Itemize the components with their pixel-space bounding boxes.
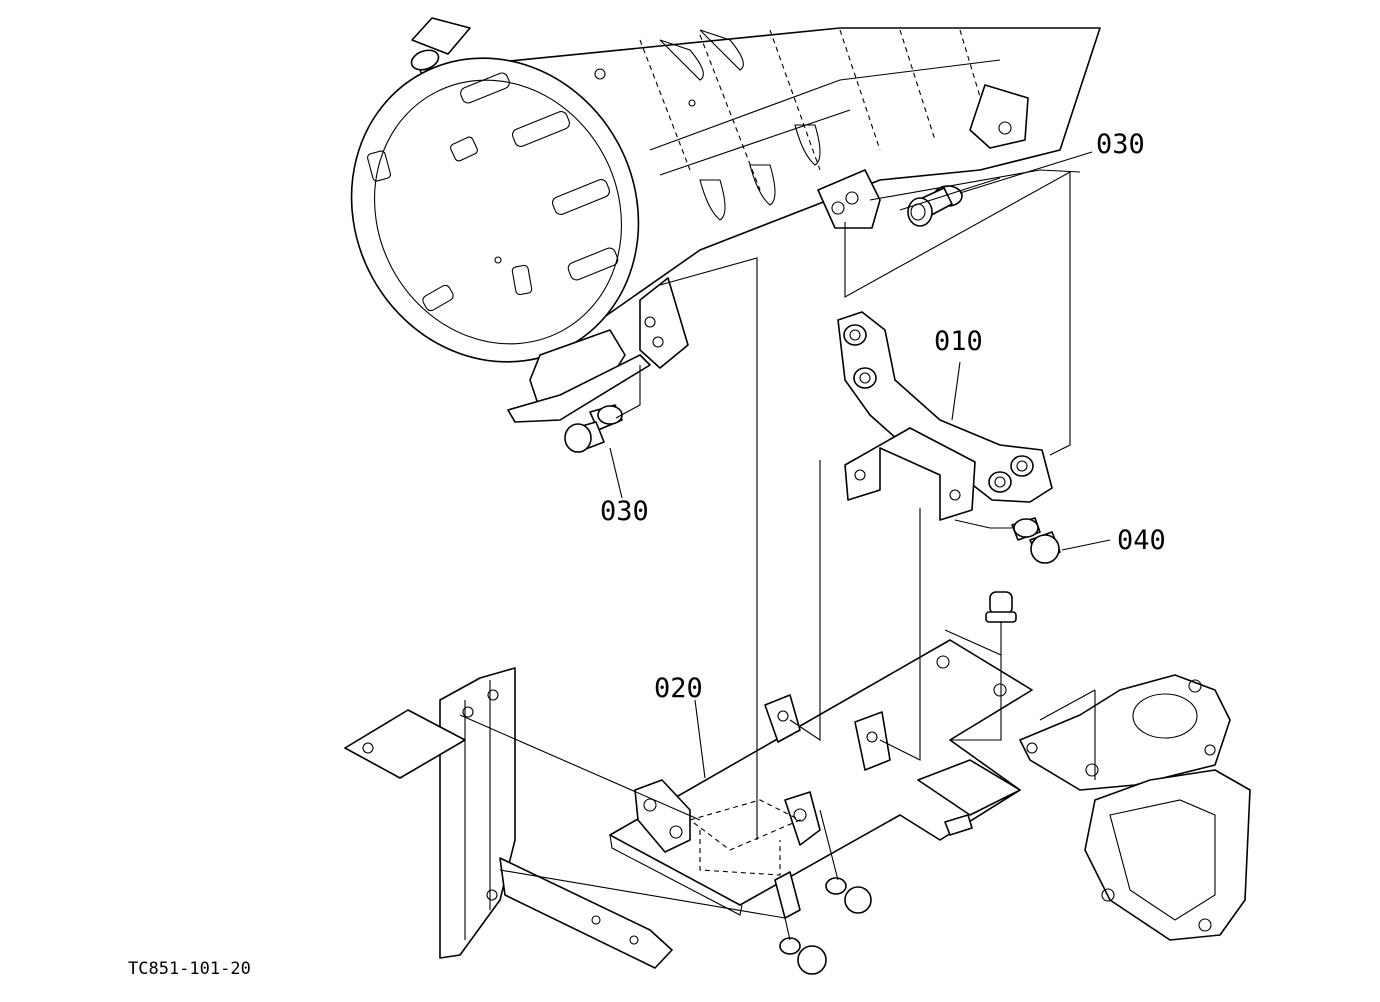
callout-010: 010 <box>934 326 983 357</box>
bracket-010 <box>837 311 1053 521</box>
muffler-assembly <box>350 17 1101 423</box>
callout-040: 040 <box>1117 525 1166 556</box>
callout-030-lower: 030 <box>600 496 649 527</box>
callout-020: 020 <box>654 673 703 704</box>
bolts-under-plate <box>779 877 872 975</box>
left-frame <box>344 667 673 969</box>
leader-lines <box>609 151 1111 779</box>
bolt-030-lower <box>564 404 623 453</box>
assembly-lines <box>459 169 1096 941</box>
bolt-vertical <box>985 591 1017 655</box>
bolt-040 <box>1011 517 1061 564</box>
base-plate-020 <box>609 639 1033 919</box>
right-manifold <box>1019 674 1251 941</box>
bolt-030-upper <box>907 185 963 227</box>
drawing-code: TC851-101-20 <box>128 959 251 979</box>
callout-030-upper: 030 <box>1096 129 1145 160</box>
